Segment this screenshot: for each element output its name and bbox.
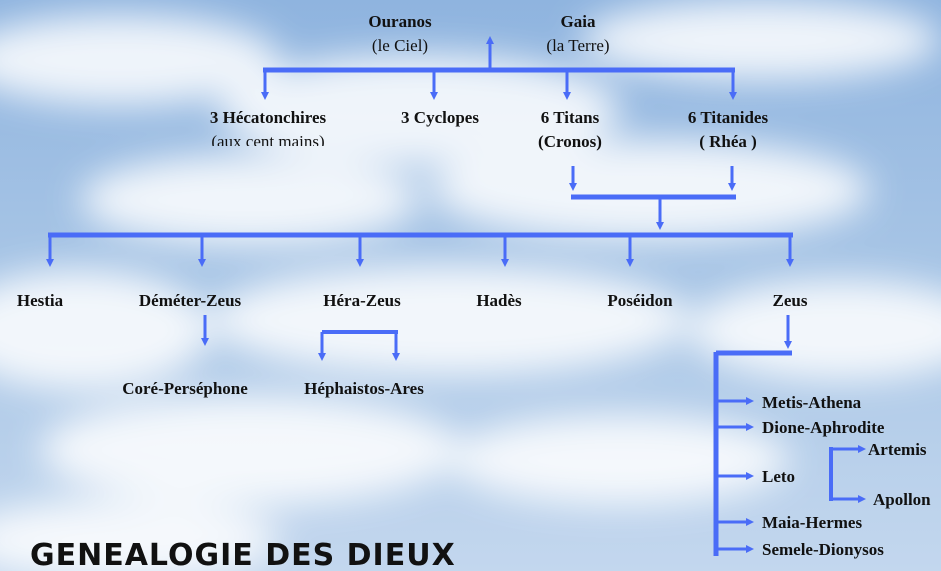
gen2-demeter: Déméter-Zeus (138, 291, 242, 310)
titanides-label: 6 Titanides (687, 108, 769, 127)
leto-child-artemis: Artemis (868, 440, 927, 459)
gen2-hades: Hadès (476, 291, 522, 310)
zeus-child-leto: Leto (762, 467, 796, 486)
page-title: GENEALOGIE DES DIEUX (30, 538, 456, 568)
zeus-child-dione-aphrodite: Dione-Aphrodite (762, 418, 885, 437)
zeus-child-maia-hermes: Maia-Hermes (762, 513, 863, 532)
cyclopes-label: 3 Cyclopes (401, 108, 479, 127)
titanides-subtitle: ( Rhéa ) (699, 132, 757, 151)
gaia-subtitle: (la Terre) (546, 36, 610, 55)
gaia-label: Gaia (560, 12, 596, 31)
titans-subtitle: (Cronos) (538, 132, 602, 151)
ouranos-subtitle: (le Ciel) (371, 36, 429, 55)
gen2-hestia: Hestia (16, 291, 64, 310)
core-persephone-label: Coré-Perséphone (122, 379, 248, 398)
hecatonchires-subtitle: (aux cent mains) (211, 132, 325, 146)
gen2-hera: Héra-Zeus (323, 291, 401, 310)
leto-child-apollon: Apollon (873, 490, 931, 509)
zeus-child-metis-athena: Metis-Athena (762, 393, 862, 412)
zeus-child-semele-dionysos: Semele-Dionysos (762, 540, 884, 559)
hecatonchires-label: 3 Hécatonchires (209, 108, 327, 127)
gen2-zeus: Zeus (772, 291, 808, 310)
gen2-poseidon: Poséidon (607, 291, 673, 310)
titans-label: 6 Titans (540, 108, 600, 127)
ouranos-label: Ouranos (368, 12, 432, 31)
hephaistos-ares-label: Héphaistos-Ares (304, 379, 424, 398)
